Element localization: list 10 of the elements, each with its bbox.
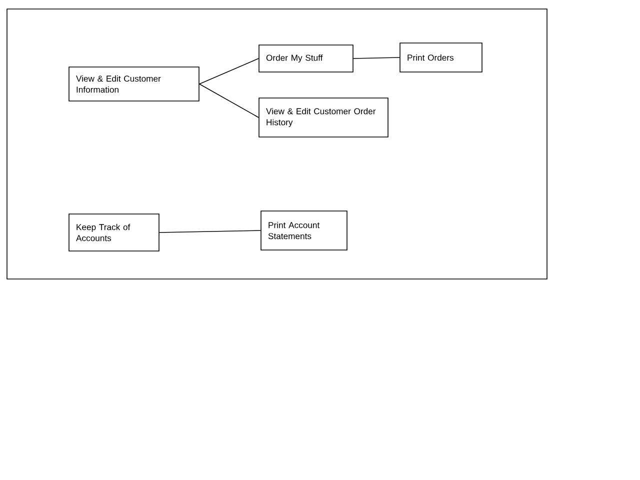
connector-line xyxy=(159,230,261,233)
process-box: Keep Track of Accounts xyxy=(68,214,160,252)
process-box: View & Edit Customer Order History xyxy=(258,98,388,138)
connector-line xyxy=(199,84,259,118)
connector-line xyxy=(199,58,259,84)
connector-line xyxy=(353,57,400,59)
process-box: Print Orders xyxy=(400,42,482,72)
process-box: Print Account Statements xyxy=(260,210,348,250)
process-box: View & Edit Customer Information xyxy=(68,66,200,102)
process-box: Order My Stuff xyxy=(258,44,354,72)
